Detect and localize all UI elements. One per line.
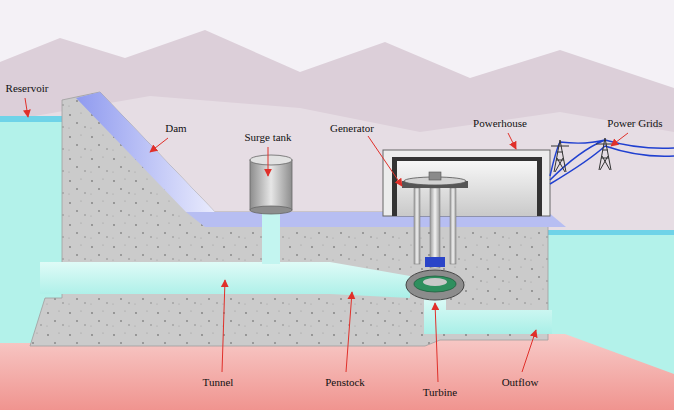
reservoir-surface: [0, 116, 72, 122]
dam-face: [76, 92, 215, 212]
callout-label: Penstock: [325, 376, 365, 389]
surge-tank-bottom: [250, 206, 292, 214]
callout-label: Surge tank: [244, 131, 291, 144]
label-anchor: Dam: [165, 122, 186, 135]
powerhouse-shell: [383, 150, 550, 216]
label-anchor: Outflow: [502, 376, 539, 389]
tailwater-surface: [540, 230, 674, 235]
label-anchor: Generator: [330, 122, 374, 135]
label-anchor: Reservoir: [6, 82, 49, 95]
turbine-runner: [414, 276, 456, 292]
support-rod: [414, 188, 420, 264]
pylon: [596, 138, 614, 170]
outflow-water: [424, 296, 552, 334]
callout-label: Dam: [165, 122, 186, 135]
turbine-hub: [423, 278, 447, 286]
surge-tank-top: [250, 155, 292, 165]
shaft-coupling: [425, 257, 445, 267]
label-anchor: Surge tank: [244, 131, 291, 144]
label-anchor: Turbine: [423, 386, 457, 399]
leader-arrow: [150, 138, 168, 152]
pylon: [551, 140, 569, 172]
leader-arrow: [611, 133, 628, 146]
label-anchor: Penstock: [325, 376, 365, 389]
label-anchor: Tunnel: [203, 376, 234, 389]
tailwater: [540, 232, 674, 374]
generator-hub: [429, 172, 441, 180]
turbine-shaft: [430, 188, 440, 268]
support-rod: [450, 188, 456, 264]
power-line: [550, 140, 674, 184]
callout-label: Reservoir: [6, 82, 49, 95]
turbine-housing: [406, 270, 464, 300]
leader-arrow: [508, 133, 516, 149]
leader-arrow: [435, 303, 438, 382]
leader-arrow: [268, 147, 269, 176]
label-anchor: Power Grids: [607, 117, 662, 130]
label-anchor: Powerhouse: [473, 117, 527, 130]
leader-arrow: [368, 136, 402, 186]
callout-label: Tunnel: [203, 376, 234, 389]
leader-arrow: [522, 330, 536, 372]
surge-tank-body: [250, 160, 292, 210]
leader-arrow: [222, 280, 225, 372]
leader-arrow: [25, 98, 28, 117]
callout-label: Outflow: [502, 376, 539, 389]
callout-label: Power Grids: [607, 117, 662, 130]
callout-label: Turbine: [423, 386, 457, 399]
callout-label: Generator: [330, 122, 374, 135]
callout-label: Powerhouse: [473, 117, 527, 130]
leader-arrow: [346, 292, 352, 372]
surge-shaft: [262, 206, 280, 264]
